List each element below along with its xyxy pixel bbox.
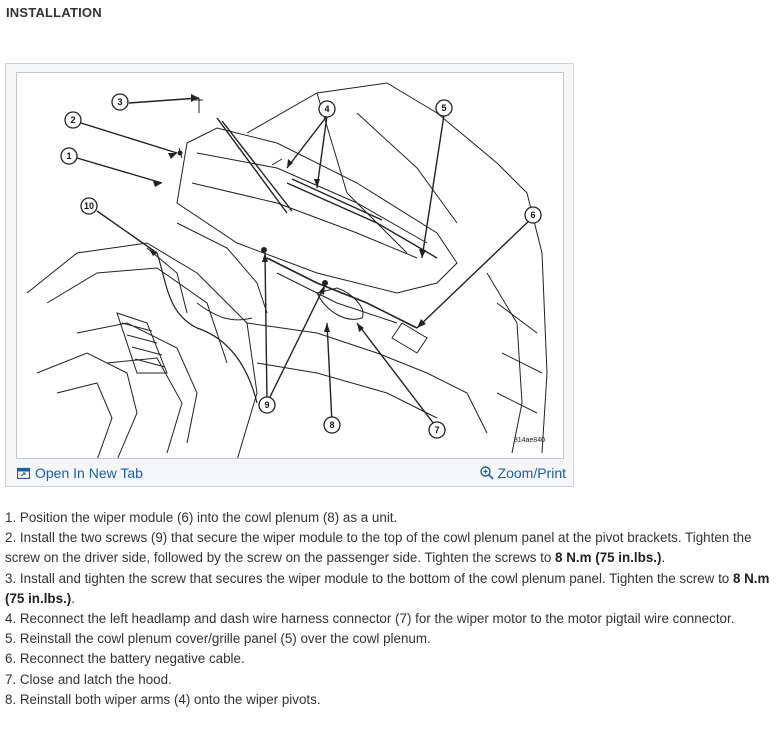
callout-1: 1 xyxy=(60,147,78,165)
zoom-print-link[interactable]: Zoom/Print xyxy=(479,465,566,481)
svg-text:6: 6 xyxy=(530,210,535,220)
svg-text:4: 4 xyxy=(324,104,329,114)
callout-2: 2 xyxy=(64,111,82,129)
installation-diagram[interactable]: 3 2 1 10 4 5 6 9 8 7 814ae840 xyxy=(16,72,564,459)
svg-text:8: 8 xyxy=(329,420,334,430)
callout-3: 3 xyxy=(111,93,129,111)
torque-spec: 8 N.m (75 in.lbs.) xyxy=(5,570,770,606)
callout-6: 6 xyxy=(524,206,542,224)
figure-footer: Open In New Tab Zoom/Print xyxy=(6,459,573,487)
step-6: 6. Reconnect the battery negative cable. xyxy=(5,651,245,667)
svg-text:1: 1 xyxy=(66,151,71,161)
svg-text:5: 5 xyxy=(441,103,446,113)
open-in-new-tab-label: Open In New Tab xyxy=(35,465,143,481)
step-1: 1. Position the wiper module (6) into th… xyxy=(5,510,398,525)
svg-text:3: 3 xyxy=(117,97,122,107)
callout-9: 9 xyxy=(258,396,276,414)
new-tab-icon xyxy=(17,467,30,479)
svg-text:2: 2 xyxy=(70,115,75,125)
step-2: 2. Install the two screws (9) that secur… xyxy=(5,530,752,566)
svg-text:9: 9 xyxy=(264,400,269,410)
diagram-drawing: 3 2 1 10 4 5 6 9 8 7 xyxy=(26,82,548,458)
zoom-print-label: Zoom/Print xyxy=(497,465,566,481)
step-7: 7. Close and latch the hood. xyxy=(5,671,172,687)
figure-card: 3 2 1 10 4 5 6 9 8 7 814ae840 Open In Ne… xyxy=(5,63,574,487)
step-3: 3. Install and tighten the screw that se… xyxy=(5,570,770,606)
callout-5: 5 xyxy=(435,99,453,117)
callout-10: 10 xyxy=(80,197,98,215)
open-in-new-tab-link[interactable]: Open In New Tab xyxy=(17,465,143,481)
callout-4: 4 xyxy=(318,100,336,118)
torque-spec: 8 N.m (75 in.lbs.) xyxy=(555,550,662,566)
zoom-in-icon xyxy=(479,466,494,480)
svg-text:7: 7 xyxy=(434,425,439,435)
figure-id-label: 814ae840 xyxy=(513,437,545,444)
step-4: 4. Reconnect the left headlamp and dash … xyxy=(5,611,735,627)
callout-7: 7 xyxy=(428,421,446,439)
step-8: 8. Reinstall both wiper arms (4) onto th… xyxy=(5,691,321,707)
svg-text:10: 10 xyxy=(84,201,94,211)
section-heading: INSTALLATION xyxy=(6,5,102,20)
step-5: 5. Reinstall the cowl plenum cover/grill… xyxy=(5,631,431,647)
callout-8: 8 xyxy=(323,416,341,434)
installation-steps: 1. Position the wiper module (6) into th… xyxy=(5,508,777,710)
